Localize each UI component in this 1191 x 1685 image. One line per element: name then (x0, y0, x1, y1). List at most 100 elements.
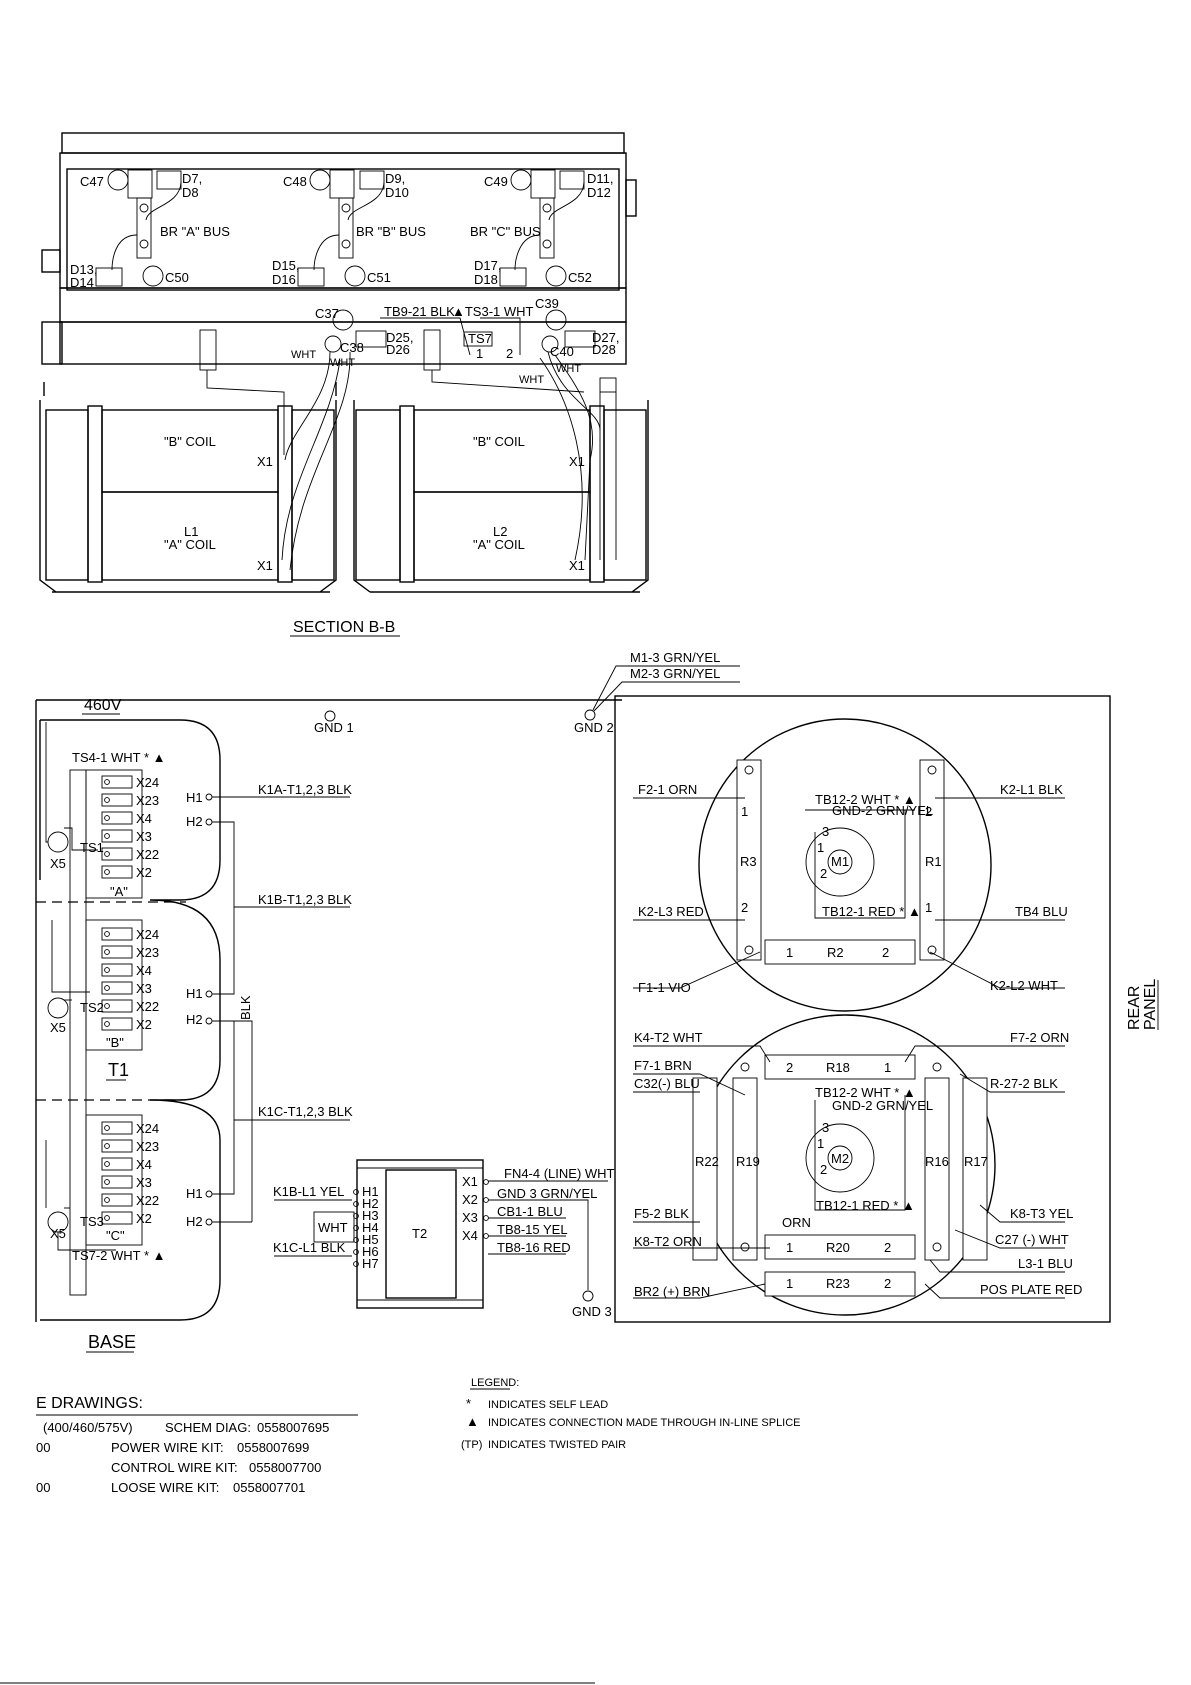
coil-b-right: "B" COIL (473, 434, 525, 449)
ref-row-2-b: POWER WIRE KIT: (111, 1440, 224, 1455)
c-tap-label: X4 (136, 1157, 152, 1172)
t2-h-pin-label: H2 (362, 1196, 379, 1211)
ts3-label: ▲TS3-1 WHT (452, 304, 534, 319)
c-tap-terminal (104, 1179, 110, 1185)
l3-label: L3-1 BLU (1018, 1256, 1073, 1271)
c-tap-box (101, 1211, 133, 1225)
tb12-2-label-1: TB12-2 WHT * ▲ (815, 792, 916, 807)
t2-x-pin-label: X2 (462, 1192, 478, 1207)
base-title: BASE (88, 1332, 136, 1352)
b-tap-box (101, 963, 133, 977)
base-section: 460V GND 1 GND 2 M1-3 GRN/YEL M2-3 GRN/Y… (35, 650, 740, 1353)
a-tap-terminal (104, 869, 110, 875)
l2-label: L2 (493, 524, 507, 539)
a-tap-terminal (104, 851, 110, 857)
gnd2-label-2: GND-2 GRN/YEL (832, 1098, 933, 1113)
r1-label: R1 (925, 854, 942, 869)
diode-d7: D7, (182, 171, 202, 186)
gnd1-label: GND 1 (314, 720, 354, 735)
k2-l1-label: K2-L1 BLK (1000, 782, 1063, 797)
x1-label-3: X1 (569, 454, 585, 469)
coil-a-left: "A" COIL (164, 537, 216, 552)
k2-l3-label: K2-L3 RED (638, 904, 704, 919)
t2-x-terminal (483, 1233, 489, 1239)
m2-pin2: 2 (820, 1162, 827, 1177)
cap-c40: C40 (550, 344, 574, 359)
diode-d27: D27, (592, 330, 619, 345)
t2-h-pin-label: H4 (362, 1220, 379, 1235)
tb8-15-label: TB8-15 YEL (497, 1222, 568, 1237)
r23-pin2: 2 (884, 1276, 891, 1291)
b-tap-terminal (104, 931, 110, 937)
t2-h-terminal (353, 1261, 359, 1267)
m2-pin3: 3 (822, 1120, 829, 1135)
ts1-label: TS1 (80, 840, 104, 855)
x5-label-2: X5 (50, 1020, 66, 1035)
c-tap-box (101, 1157, 133, 1171)
m2-pin1: 1 (817, 1136, 824, 1151)
ts7-label: TS7 (468, 331, 492, 346)
t2-gnd3-label: GND 3 GRN/YEL (497, 1186, 597, 1201)
f1-label: F1-1 VIO (638, 980, 691, 995)
a-tap-box (101, 829, 133, 843)
c32-label: C32(-) BLU (634, 1076, 700, 1091)
c-tap-box (101, 1175, 133, 1189)
section-title: SECTION B-B (293, 619, 395, 636)
x5-label-1: X5 (50, 856, 66, 871)
t1-label: T1 (108, 1060, 129, 1080)
t2-h-pin-label: H1 (362, 1184, 379, 1199)
b-tap-box (101, 1017, 133, 1031)
m1-pin3: 3 (822, 824, 829, 839)
b-tap-terminal (104, 949, 110, 955)
b-tap-label: X2 (136, 1017, 152, 1032)
x1-label-2: X1 (257, 558, 273, 573)
bus-b-label: BR "B" BUS (356, 224, 426, 239)
diode-d9: D9, (385, 171, 405, 186)
section-b-label: "B" (106, 1035, 124, 1050)
c-tap-terminal (104, 1143, 110, 1149)
t2-h-pin-label: H7 (362, 1256, 379, 1271)
f7-2-label: F7-2 ORN (1010, 1030, 1069, 1045)
r27-label: R-27-2 BLK (990, 1076, 1058, 1091)
a-tap-terminal (104, 779, 110, 785)
ref-row-3-b: CONTROL WIRE KIT: (111, 1460, 238, 1475)
legend-sym-3: (TP) (461, 1439, 482, 1451)
f5-label: F5-2 BLK (634, 1206, 689, 1221)
ts3-label: TS3 (80, 1214, 104, 1229)
c-tap-terminal (104, 1161, 110, 1167)
f7-1-label: F7-1 BRN (634, 1058, 692, 1073)
r2-label: R2 (827, 945, 844, 960)
wht-label-3: WHT (519, 374, 544, 386)
tb9-label: TB9-21 BLK (384, 304, 455, 319)
r18-pin1: 1 (884, 1060, 891, 1075)
a-tap-label: X22 (136, 847, 159, 862)
legend-sym-2: ▲ (466, 1414, 479, 1429)
a-tap-box (101, 775, 133, 789)
gnd2-label: GND 2 (574, 720, 614, 735)
diode-d18: D18 (474, 272, 498, 287)
c-tap-label: X2 (136, 1211, 152, 1226)
k1c-label: K1C-T1,2,3 BLK (258, 1104, 353, 1119)
diode-d16: D16 (272, 272, 296, 287)
h1-c: H1 (186, 1186, 203, 1201)
b-tap-terminal (104, 967, 110, 973)
k1c-l1-label: K1C-L1 BLK (273, 1240, 346, 1255)
ref-row-4-c: 0558007701 (233, 1480, 305, 1495)
t2-h-pin-label: H3 (362, 1208, 379, 1223)
diode-d17: D17, (474, 258, 501, 273)
r1-pin1: 1 (925, 900, 932, 915)
diode-d28: D28 (592, 342, 616, 357)
m2-label: M2 (831, 1151, 849, 1166)
c27-label: C27 (-) WHT (995, 1232, 1069, 1247)
b-tap-label: X3 (136, 981, 152, 996)
a-tap-label: X24 (136, 775, 159, 790)
c-tap-box (101, 1193, 133, 1207)
b-tap-box (101, 945, 133, 959)
k8-t2-label: K8-T2 ORN (634, 1234, 702, 1249)
a-tap-label: X23 (136, 793, 159, 808)
c-tap-label: X23 (136, 1139, 159, 1154)
r23-label: R23 (826, 1276, 850, 1291)
k4-label: K4-T2 WHT (634, 1030, 703, 1045)
